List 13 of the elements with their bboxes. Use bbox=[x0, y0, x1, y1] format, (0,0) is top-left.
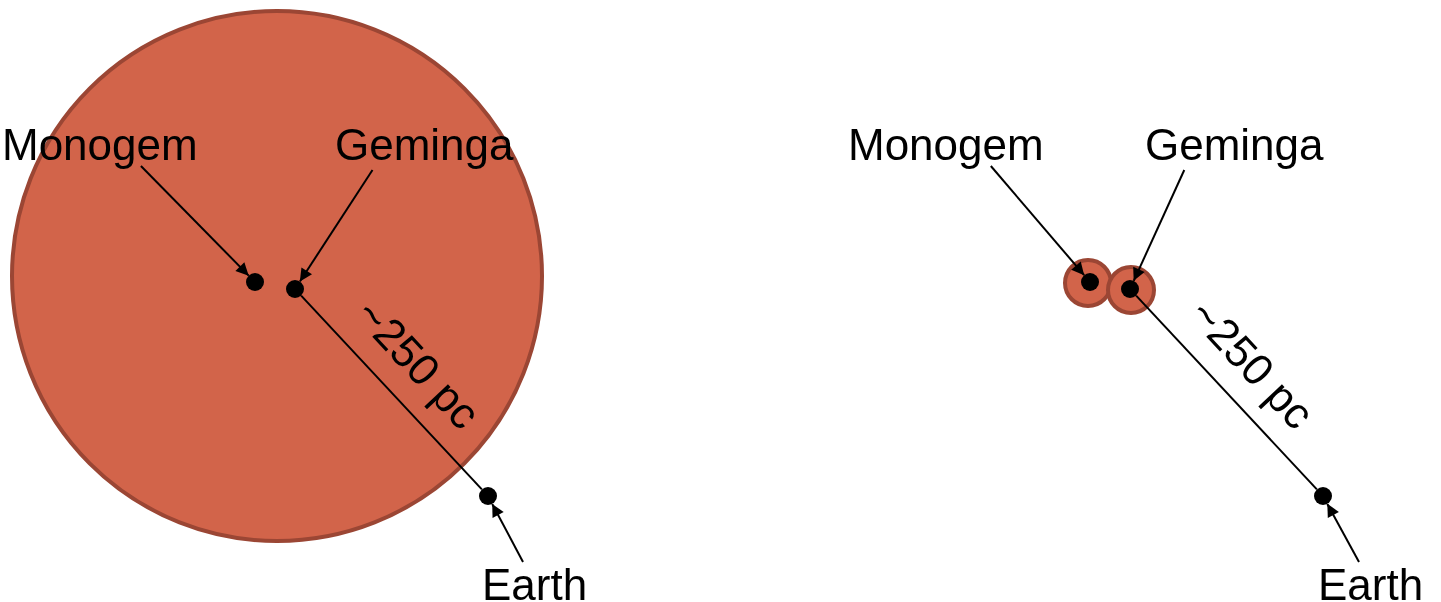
arrow bbox=[1326, 502, 1360, 563]
arrow bbox=[298, 169, 374, 283]
label-text: Geminga bbox=[335, 120, 514, 170]
label-text: Earth bbox=[1318, 560, 1424, 602]
arrow bbox=[491, 502, 524, 563]
arrow bbox=[1132, 169, 1186, 282]
distance-line bbox=[1135, 294, 1318, 491]
distance-line bbox=[300, 294, 483, 491]
arrow bbox=[139, 165, 250, 277]
arrow bbox=[989, 165, 1086, 277]
label-text: Geminga bbox=[1145, 120, 1324, 170]
label-text: Monogem bbox=[848, 120, 1044, 170]
label-text: Earth bbox=[482, 560, 588, 602]
